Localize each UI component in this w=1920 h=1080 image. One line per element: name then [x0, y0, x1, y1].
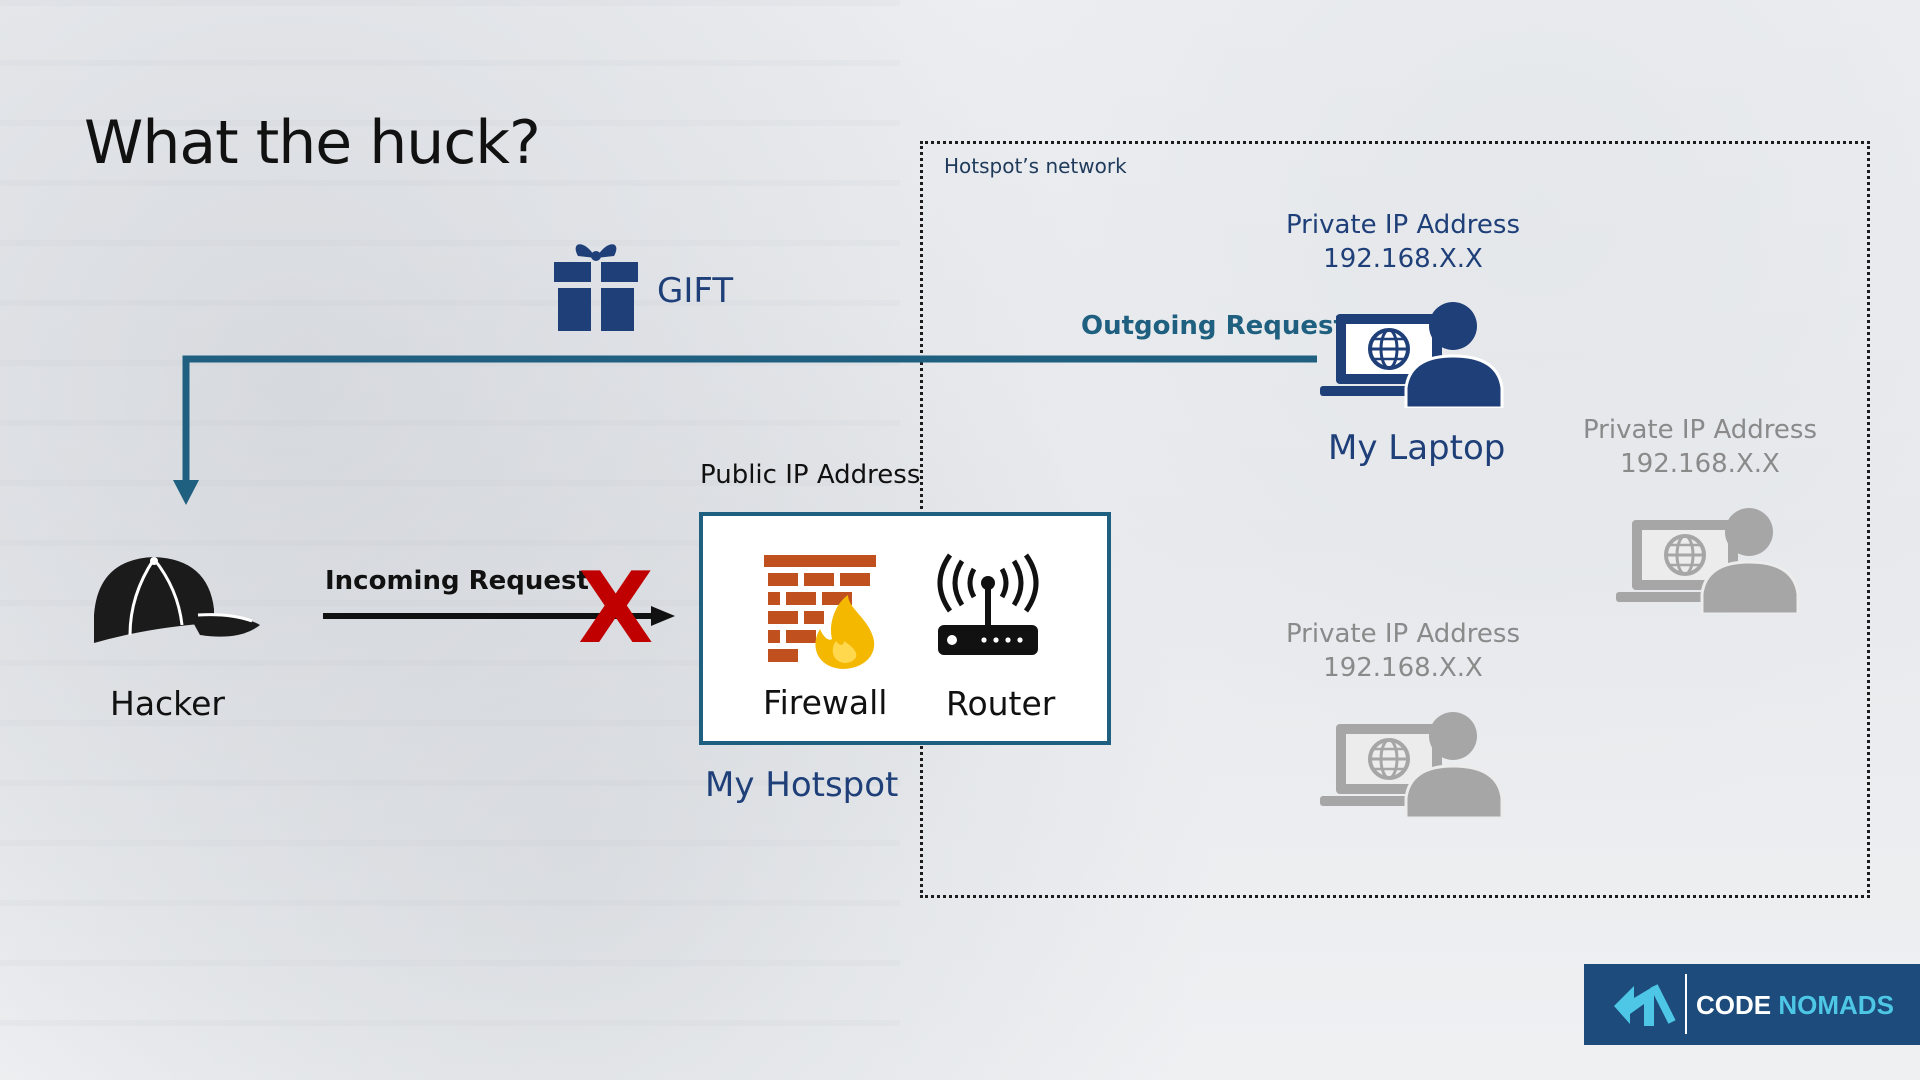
- incoming-request-arrow: [323, 606, 675, 626]
- laptop-address-title: Private IP Address: [1285, 210, 1521, 240]
- laptop-label: My Laptop: [1328, 428, 1506, 468]
- outgoing-request-label: Outgoing Request: [1081, 311, 1346, 341]
- firewall-icon: [764, 555, 876, 669]
- device-2-address-block: Private IP Address 192.168.X.X: [1540, 413, 1860, 481]
- logo-text-nomads: NOMADS: [1778, 990, 1894, 1020]
- hotspot-label: My Hotspot: [705, 765, 899, 805]
- connector-arrowhead: [173, 480, 199, 505]
- outgoing-request-connector: [173, 355, 1317, 505]
- public-ip-label: Public IP Address: [700, 460, 921, 490]
- router-label: Router: [946, 684, 1056, 723]
- incoming-arrowhead: [651, 606, 675, 626]
- hotspot-network-label: Hotspot’s network: [944, 154, 1127, 178]
- device-2-address-value: 192.168.X.X: [1620, 449, 1780, 479]
- laptop-address-block: Private IP Address 192.168.X.X: [1243, 208, 1563, 276]
- laptop-user-icon: [1320, 302, 1504, 408]
- logo-text: CODE NOMADS: [1696, 990, 1894, 1021]
- code-nomads-logo: CODE NOMADS: [1584, 964, 1920, 1045]
- firewall-label: Firewall: [763, 683, 888, 722]
- blocked-x-mark: X: [578, 552, 654, 666]
- connector-line: [182, 355, 1317, 485]
- gift-label: GIFT: [657, 271, 734, 311]
- slide-title: What the huck?: [84, 108, 541, 178]
- logo-text-code: CODE: [1696, 990, 1772, 1020]
- device-2-laptop-user-icon: [1616, 508, 1800, 614]
- incoming-request-label: Incoming Request: [325, 566, 589, 596]
- device-3-address-value: 192.168.X.X: [1323, 653, 1483, 683]
- device-3-address-title: Private IP Address: [1285, 619, 1521, 649]
- device-3-address-block: Private IP Address 192.168.X.X: [1243, 617, 1563, 685]
- gift-icon: [554, 244, 638, 331]
- code-nomads-logo-mark: [1614, 984, 1676, 1026]
- device-2-address-title: Private IP Address: [1582, 415, 1818, 445]
- router-icon: [937, 553, 1039, 655]
- hacker-cap-icon: [94, 557, 260, 643]
- device-3-laptop-user-icon: [1320, 712, 1504, 818]
- hacker-label: Hacker: [110, 684, 225, 723]
- logo-divider: [1685, 974, 1687, 1034]
- hotspot-device-box: [699, 512, 1111, 745]
- laptop-address-value: 192.168.X.X: [1323, 244, 1483, 274]
